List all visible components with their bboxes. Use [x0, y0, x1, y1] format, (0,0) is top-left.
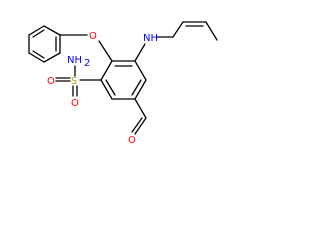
central-ring: [100, 60, 147, 100]
bond-ring-amine: [134, 43, 146, 62]
amine-label: NH: [143, 33, 158, 44]
bond-oxygen-ring: [98, 40, 113, 62]
sulfonyl-oxygen-left-label: O: [47, 76, 55, 87]
bond-ch-ch3: [205, 21, 218, 41]
aldehyde-oxygen-label: O: [128, 135, 136, 146]
sulfonamide-subscript-label: 2: [84, 58, 90, 69]
bond-ring-cho: [134, 98, 147, 119]
phenoxy-ring: [28, 25, 61, 63]
bond-cho-oxygen: [134, 117, 147, 135]
sulfonyl-oxygen-bottom-label: O: [71, 98, 79, 109]
bond-cho-oxygen-2: [131, 117, 143, 133]
sulfur-label: S: [71, 76, 77, 87]
bond-ch2-ch: [172, 21, 184, 38]
sulfonamide-nh2-label: NH: [67, 55, 82, 66]
ether-oxygen-label: O: [89, 31, 97, 42]
molecule-svg: O NH S O O NH 2 O: [28, 21, 218, 146]
structure-diagram: O NH S O O NH 2 O: [28, 21, 218, 146]
